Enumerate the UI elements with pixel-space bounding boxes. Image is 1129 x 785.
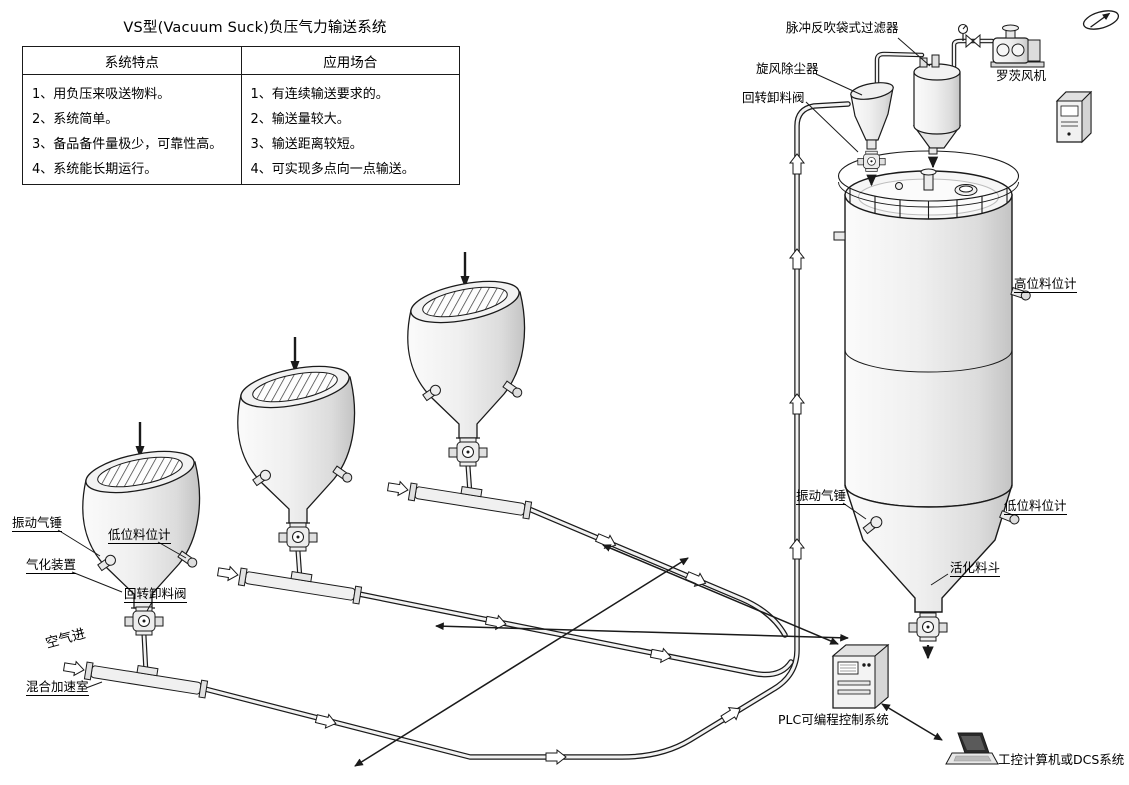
- label-industrial-computer: 工控计算机或DCS系统: [998, 752, 1125, 767]
- spec-column-features: 系统特点 1、用负压来吸送物料。 2、系统简单。 3、备品备件量极少，可靠性高。…: [23, 47, 241, 184]
- label-high-level-indicator: 高位料位计: [1014, 276, 1077, 293]
- label-mixing-chamber: 混合加速室: [26, 679, 89, 696]
- spec-table: 系统特点 1、用负压来吸送物料。 2、系统简单。 3、备品备件量极少，可靠性高。…: [22, 46, 460, 185]
- feature-row: 3、备品备件量极少，可靠性高。: [32, 137, 223, 152]
- pulse-bag-filter: [912, 54, 962, 155]
- feed-hopper-2: [236, 335, 356, 525]
- spec-header-applications: 应用场合: [241, 47, 459, 75]
- exhaust-outlet: [1082, 10, 1120, 30]
- label-rotary-valve-cyclone: 回转卸料阀: [742, 90, 805, 105]
- label-roots-blower: 罗茨风机: [996, 68, 1047, 83]
- feature-row: 4、系统能长期运行。: [32, 162, 158, 177]
- cyclone-separator: [850, 82, 894, 150]
- leader-lines: [57, 37, 949, 689]
- pressure-gauge: [957, 23, 969, 41]
- industrial-computer: [945, 732, 999, 765]
- label-gasification-device: 气化装置: [26, 557, 77, 574]
- feature-row: 1、用负压来吸送物料。: [32, 87, 171, 102]
- application-row: 1、有连续输送要求的。: [250, 87, 389, 102]
- rotary-valve-hopper-1: [124, 606, 164, 636]
- application-row: 2、输送量较大。: [250, 112, 350, 127]
- label-vibration-hammer-hopper: 振动气锤: [12, 515, 63, 532]
- spec-header-features: 系统特点: [23, 47, 241, 75]
- rotary-valve-silo: [908, 612, 948, 642]
- label-low-level-indicator-silo: 低位料位计: [1004, 498, 1067, 515]
- label-activation-hopper: 活化料斗: [950, 560, 1001, 577]
- application-row: 3、输送距离较短。: [250, 137, 363, 152]
- label-vibration-hammer-silo: 振动气锤: [796, 488, 847, 505]
- plc-cabinet: [831, 643, 890, 710]
- feed-hopper-3: [406, 250, 526, 440]
- spec-column-applications: 应用场合 1、有连续输送要求的。 2、输送量较大。 3、输送距离较短。 4、可实…: [240, 47, 459, 184]
- rotary-valve-hopper-3: [448, 437, 488, 467]
- signal-arrows: [354, 544, 943, 767]
- roots-blower: [990, 24, 1045, 68]
- label-pulse-bag-filter: 脉冲反吹袋式过滤器: [786, 20, 899, 35]
- feed-hopper-1: [81, 420, 201, 610]
- low-level-indicator-nozzle: [999, 510, 1020, 525]
- label-cyclone-separator: 旋风除尘器: [756, 61, 819, 76]
- label-plc-system: PLC可编程控制系统: [778, 712, 889, 727]
- application-row: 4、可实现多点向一点输送。: [250, 162, 415, 177]
- vibration-hammer-silo: [862, 516, 883, 535]
- rotary-valve-hopper-2: [278, 522, 318, 552]
- feature-row: 2、系统简单。: [32, 112, 119, 127]
- storage-silo: [833, 150, 1031, 613]
- diagram-title: VS型(Vacuum Suck)负压气力输送系统: [123, 20, 387, 36]
- suction-line-valve: [965, 33, 981, 49]
- label-low-level-indicator-hopper: 低位料位计: [108, 527, 171, 544]
- label-rotary-valve-hopper: 回转卸料阀: [124, 586, 187, 603]
- local-control-cabinet: [1055, 90, 1093, 144]
